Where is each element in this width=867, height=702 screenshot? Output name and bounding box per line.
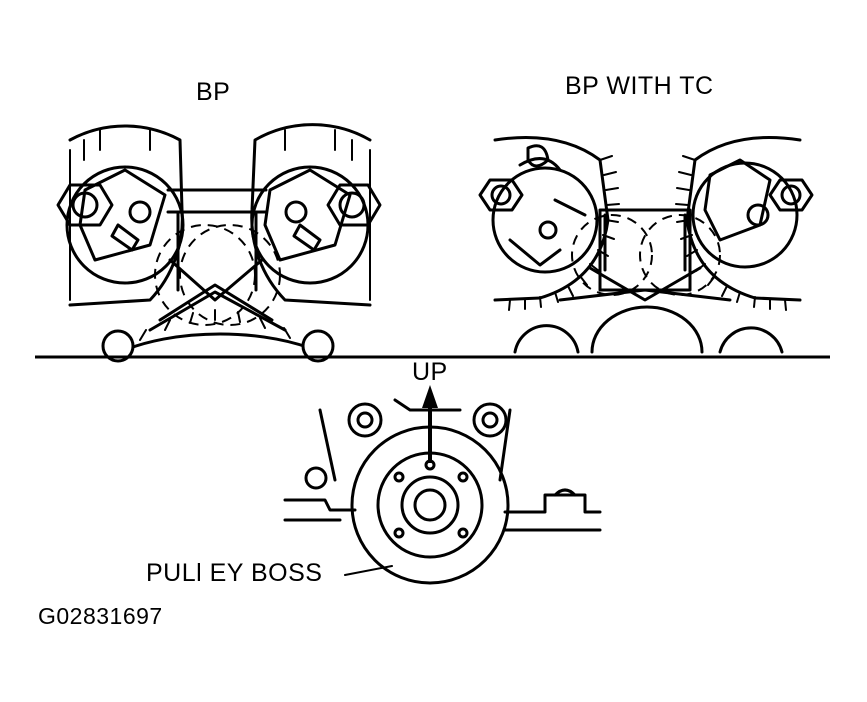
figure-id: G02831697 — [38, 603, 163, 629]
tc-right-cam-gear — [675, 136, 802, 311]
bp-right-bolt-icon — [326, 183, 382, 227]
bp-right-cam-gear — [250, 123, 372, 307]
bp-camshaft-view — [56, 123, 382, 363]
pulley-boss-leader — [344, 565, 393, 576]
bp-left-bolt-icon — [56, 183, 114, 227]
bp-with-tc-label: BP WITH TC — [565, 72, 714, 100]
tc-left-cam-gear — [491, 136, 620, 311]
pulley-boss-label: PULl EY BOSS — [146, 559, 323, 587]
tc-left-bolt-icon — [478, 178, 524, 212]
up-arrow-icon — [422, 385, 438, 463]
crankshaft-pulley-view — [283, 385, 602, 585]
tc-right-bolt-icon — [768, 178, 814, 212]
up-label: UP — [412, 358, 448, 386]
bp-with-tc-camshaft-view — [478, 136, 814, 354]
bp-label: BP — [196, 78, 231, 106]
